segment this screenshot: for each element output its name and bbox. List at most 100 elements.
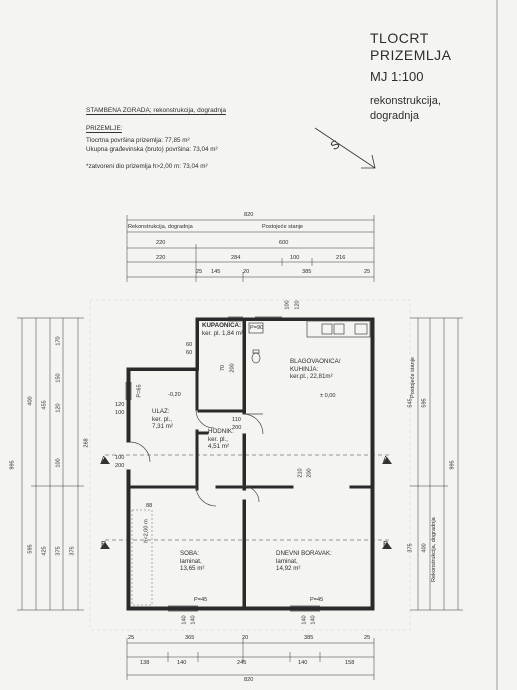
dim-right-400: 400 [421, 543, 428, 553]
dim-right-375: 375 [407, 543, 414, 553]
section-a-right: A [383, 455, 389, 464]
dim-left-400: 400 [27, 396, 34, 406]
window-p65: P=65 [136, 384, 143, 398]
dim-bot-r1-d: 385 [304, 635, 314, 641]
dim-top-r2-d: 216 [336, 255, 346, 261]
dim-top-r3-e: 25 [364, 269, 371, 275]
dim-left-total: 995 [9, 460, 16, 470]
title-sub-2: dogradnja [370, 110, 419, 122]
dim-left-268: 268 [83, 438, 90, 448]
dim-bot-r1-a: 25 [128, 635, 135, 641]
room-blagovaonica-name1: BLAGOVAONICA/ [290, 358, 341, 365]
windows [125, 316, 320, 612]
dim-bot-r2-a: 138 [140, 660, 150, 666]
dim-door-140b: 140 [190, 615, 197, 625]
dim-top-r3-a: 25 [196, 269, 203, 275]
dim-right-total: 995 [449, 460, 456, 470]
existing-outline [89, 299, 411, 631]
door-dim-100b: 100 [115, 455, 125, 461]
room-ulaz-floor: ker. pl., [152, 415, 172, 423]
dim-bot-r1-c: 20 [242, 635, 249, 641]
section-b-left: B [101, 540, 107, 549]
door-dim-200d: 200 [306, 468, 313, 478]
dim-left-120: 120 [55, 403, 62, 413]
dim-left-375: 375 [55, 546, 62, 556]
room-hodnik: HODNIK: ker. pl., 4,51 m² [208, 428, 234, 451]
level-kuhinja: ± 0,00 [320, 393, 336, 399]
room-dnevni-area: 14,92 m² [276, 565, 301, 572]
exterior-walls [126, 317, 375, 611]
dim-bot-total: 820 [244, 677, 254, 683]
dim-right-note-top: Postojeće stanje [410, 356, 416, 398]
info-line-1: Tlocrtna površina prizemlja: 77,85 m² [86, 137, 190, 144]
dim-top-note-left: Rekonstrukcija, dogradnja [128, 224, 193, 230]
dim-top-r1-a: 220 [156, 240, 166, 246]
dim-top-w120: 120 [294, 300, 301, 310]
dim-top-r3-d: 385 [302, 269, 312, 275]
door-dim-60b: 60 [186, 350, 193, 356]
info-floor-heading: PRIZEMLJE: [86, 125, 123, 133]
level-ulaz: -0,20 [168, 392, 181, 398]
dim-bot-r2-b: 140 [177, 660, 187, 666]
dim-left-170: 170 [55, 336, 62, 346]
dim-left-150: 150 [55, 373, 62, 383]
room-ulaz-name: ULAZ: [152, 408, 170, 415]
dim-left-375b: 375 [69, 546, 76, 556]
dim-top-r3-c: 20 [243, 269, 250, 275]
dim-top-r3-b: 145 [211, 269, 221, 275]
title-line-1: TLOCRT [370, 30, 429, 46]
room-soba-name: SOBA: [180, 550, 199, 557]
room-ulaz-area: 7,31 m² [152, 423, 173, 430]
room-soba-area: 13,65 m² [180, 565, 205, 572]
door-dim-210: 210 [297, 468, 304, 478]
title-scale: MJ 1:100 [370, 69, 424, 84]
dim-door-140d: 140 [310, 615, 317, 625]
room-kupaonica-area: 1,84 m² [221, 329, 243, 337]
section-b-right: B [383, 540, 389, 549]
dim-bot-r2-e: 158 [345, 660, 355, 666]
info-line-3: *zatvoreni dio prizemlja h>2,00 m: 73,04… [86, 163, 208, 170]
door-swings [129, 409, 264, 507]
dim-top-r2-c: 100 [290, 255, 300, 261]
door-dim-200a: 200 [229, 363, 236, 373]
door-dim-110: 110 [232, 417, 241, 423]
dim-right-595: 595 [421, 398, 428, 408]
dim-door-140a: 140 [181, 615, 188, 625]
title-line-2: PRIZEMLJA [370, 47, 452, 63]
dim-top-r2-b: 284 [231, 255, 241, 261]
room-hodnik-floor: ker. pl., [208, 435, 228, 443]
door-dim-200c: 200 [115, 463, 125, 469]
dim-top-note-right: Postojeće stanje [262, 224, 304, 230]
room-dnevni-name: DNEVNI BORAVAK: [276, 550, 332, 557]
low-ceiling-zone [131, 509, 153, 606]
bathroom-fixtures [248, 322, 264, 364]
dim-right-note-bottom: Rekonstrukcija, dogradnja [431, 517, 437, 582]
room-blagovaonica: BLAGOVAONICA/ KUHINJA: ker.pl., 22,81m² [290, 358, 340, 381]
dim-left-100: 100 [55, 458, 62, 468]
dim-bot-r2-c: 245 [237, 660, 247, 666]
info-building: STAMBENA ZGRADA; rekonstrukcija, dogradn… [86, 107, 227, 115]
dim-top-r2-a: 220 [156, 255, 166, 261]
dimension-lines-top [126, 215, 375, 282]
room-kupaonica-floor: ker. pl. [202, 329, 221, 337]
low-ceiling-note: h<2,00 m [143, 519, 150, 543]
dim-right-545: 545 [407, 398, 414, 408]
dim-bot-r1-e: 25 [364, 635, 371, 641]
dim-door-140c: 140 [301, 615, 308, 625]
room-kupaonica: KUPAONICA: ker. pl. 1,84 m² [202, 322, 243, 337]
dim-left-425: 425 [41, 546, 48, 556]
door-dim-200b: 200 [232, 425, 242, 431]
room-hodnik-name: HODNIK: [208, 428, 234, 435]
room-kupaonica-name: KUPAONICA: [202, 322, 242, 329]
dimension-lines-bottom [126, 638, 375, 680]
dimension-lines-right [410, 317, 463, 611]
dim-top-w100: 100 [284, 300, 291, 310]
door-dim-70: 70 [220, 364, 227, 372]
room-dnevni-floor: laminat, [276, 557, 298, 565]
room-soba-floor: laminat, [180, 557, 202, 565]
dim-top-r1-b: 600 [279, 240, 289, 246]
window-p45-left: P=45 [194, 597, 208, 603]
section-a-left: A [101, 455, 107, 464]
